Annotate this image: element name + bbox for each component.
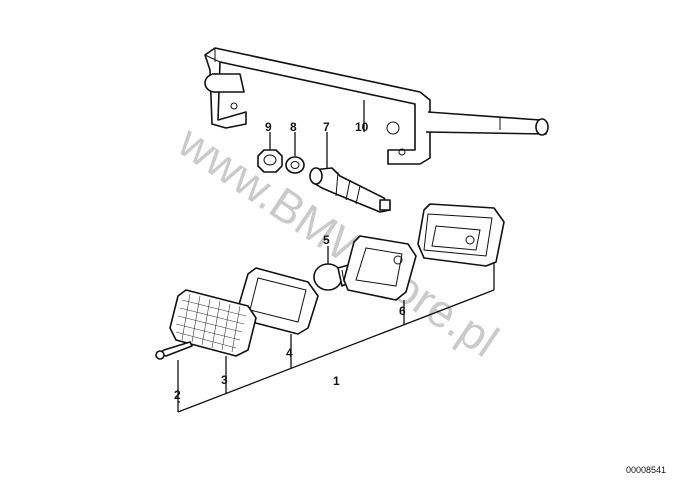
- lens-gasket: [237, 267, 319, 335]
- lamp-housing: [417, 203, 505, 267]
- callout-3: 3: [221, 373, 228, 387]
- leader-lines: [177, 100, 495, 413]
- callout-10: 10: [355, 120, 369, 134]
- washer: [285, 156, 305, 174]
- callout-7: 7: [323, 120, 330, 134]
- hex-nut: [257, 149, 283, 173]
- document-number: 00008541: [626, 465, 666, 475]
- callout-5: 5: [323, 233, 330, 247]
- callout-1: 1: [333, 374, 340, 388]
- callout-2: 2: [174, 388, 181, 402]
- mounting-bracket: [204, 47, 549, 165]
- callout-9: 9: [265, 120, 272, 134]
- reflector-frame: [343, 235, 417, 301]
- callout-4: 4: [286, 346, 293, 360]
- callout-8: 8: [290, 120, 297, 134]
- screw: [155, 341, 193, 360]
- bulb-socket: [309, 167, 391, 213]
- callout-6: 6: [399, 304, 406, 318]
- lamp-lens: [169, 289, 257, 357]
